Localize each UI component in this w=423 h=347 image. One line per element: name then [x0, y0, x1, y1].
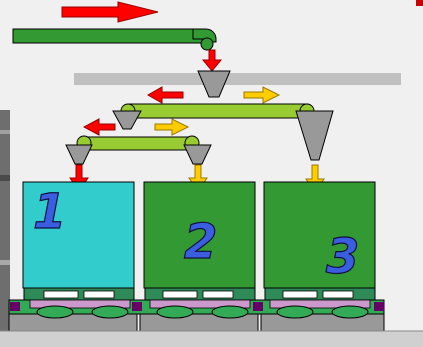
- bins-group: 1 2 3: [22, 181, 376, 289]
- bin-1: 1: [22, 181, 135, 289]
- arrow-right-upper: [243, 86, 281, 104]
- main-hopper: [197, 70, 231, 98]
- pallet-1-frame: [23, 287, 135, 301]
- feed-direction-arrow: [61, 1, 159, 23]
- base-block-3: [260, 313, 385, 332]
- pallet-2-frame: [144, 287, 256, 301]
- hopper-to-bin-1: [65, 144, 93, 165]
- overhead-rail: [74, 73, 401, 85]
- floor: [0, 331, 423, 347]
- bin-2-body: [143, 181, 256, 289]
- lower-shuttle-conveyor: [83, 136, 193, 151]
- corner-mark: [416, 0, 423, 6]
- bin-2-label: 2: [184, 214, 217, 270]
- arrow-left-upper: [146, 86, 184, 104]
- arrow-down-to-main-hopper: [201, 49, 223, 72]
- bin-1-label: 1: [33, 184, 66, 240]
- bin-3-label: 3: [326, 229, 359, 285]
- hopper-to-bin-2: [183, 144, 212, 165]
- arrow-left-lower: [82, 118, 116, 136]
- arrow-right-lower: [154, 118, 190, 136]
- left-photo-edge: [0, 110, 10, 335]
- upper-shuttle-conveyor: [127, 103, 309, 119]
- bin-2: 2: [143, 181, 256, 289]
- pallet-3-frame: [264, 287, 376, 301]
- bin-1-body: [22, 181, 135, 289]
- hopper-upper-left: [112, 110, 142, 130]
- bin-3: 3: [263, 181, 376, 289]
- pallets: [23, 287, 376, 301]
- hopper-to-bin-3: [295, 110, 334, 161]
- feed-conveyor: [12, 28, 207, 44]
- bin-3-body: [263, 181, 376, 289]
